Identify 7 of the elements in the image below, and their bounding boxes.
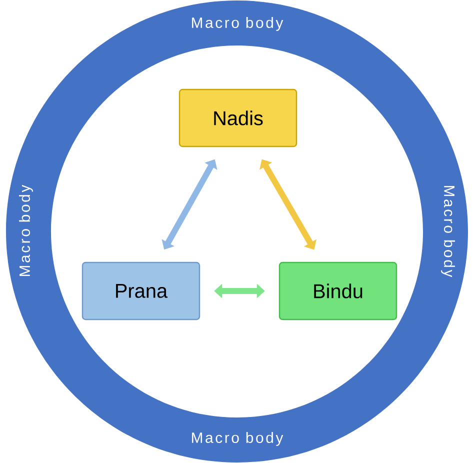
process-box: Prana — [82, 262, 200, 320]
ring-label: Macro body — [19, 184, 33, 276]
ring-label: Macro body — [192, 17, 284, 31]
process-box: Nadis — [178, 88, 298, 148]
process-box: Bindu — [278, 262, 398, 320]
ring-label: Macro body — [192, 432, 284, 446]
ring-label: Macro body — [441, 186, 455, 278]
